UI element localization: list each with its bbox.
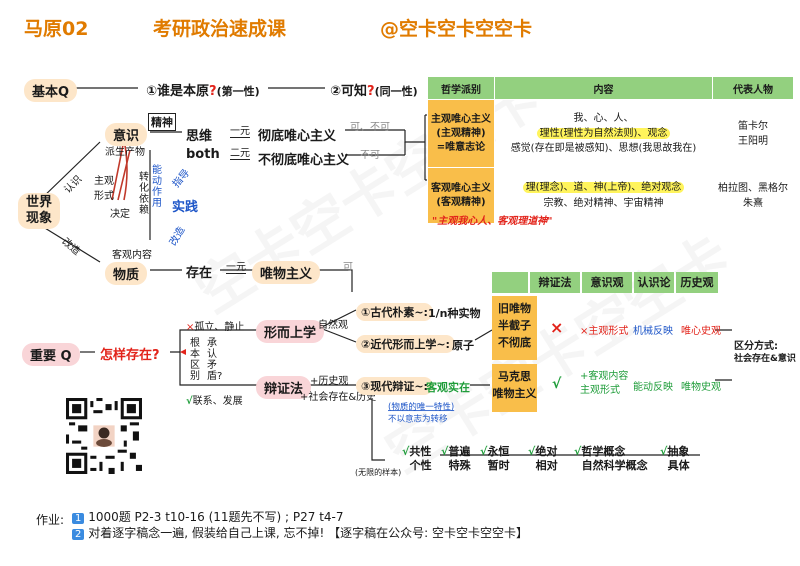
table-cell-people: 笛卡尔 王阳明: [712, 99, 794, 168]
existence-label: 存在: [186, 266, 213, 281]
table-cell-content: 理(理念)、道、神(上帝)、绝对观念 宗教、绝对精神、宇宙精神: [494, 167, 713, 224]
how-exist-question: 怎样存在?: [100, 348, 160, 363]
distinction-method: 区分方式:社会存在&意识: [734, 341, 796, 364]
homework-item-1: 1 1000题 P2-3 t10-16 (11题先不写) ; P27 t4-7: [72, 508, 344, 525]
old-materialism-cell: 旧唯物半截子不彻底: [492, 296, 537, 360]
derived-product-label: 派生产物: [105, 147, 145, 158]
old-epistemology: 机械反映: [633, 326, 673, 337]
practice-label: 实践: [172, 200, 199, 215]
social-existence-label: +社会存在&历史: [300, 392, 377, 403]
old-dialectics-cross: ×: [550, 318, 564, 337]
dualism-label: 二元: [230, 144, 250, 160]
marx-consciousness-view: +客观内容主观形式: [580, 371, 629, 396]
infinite-sample-note: (无限的样本): [355, 468, 402, 478]
pair-abstract-concrete: √抽象 具体: [660, 445, 690, 472]
important-question: 重要 Q: [22, 343, 80, 366]
pair-eternal-temporary: √永恒 暂时: [480, 445, 510, 472]
consciousness-node: 意识: [105, 123, 148, 146]
table2-header: 意识观: [582, 272, 632, 293]
table2-header-corner: [492, 272, 528, 293]
matter-sole-property: (物质的唯一特性): [388, 402, 455, 412]
monism-label-2: 一元: [226, 258, 246, 274]
spirit-note: 精神: [148, 113, 176, 131]
marx-history-view: 唯物史观: [681, 382, 721, 393]
pair-philosophy-science: √哲学概念 自然科学概念: [574, 445, 648, 472]
world-phenomenon-node: 世界现象: [18, 193, 61, 229]
both-label: both: [186, 147, 220, 162]
number-badge-1: 1: [72, 513, 85, 524]
modern-metaphysical-materialism: ②近代形而上学~:: [356, 335, 455, 353]
ancient-materialism-result: 1/n种实物: [428, 307, 481, 320]
header-title-right: @空卡空卡空空卡: [380, 18, 533, 40]
question-knowable: ②可知?(同一性): [330, 84, 418, 99]
idealism-table: 哲学派别 内容 代表人物 主观唯心主义 (主观精神) =唯意志论 我、心、人、 …: [427, 76, 794, 224]
nature-view-label: 自然观: [318, 320, 348, 331]
table2-header: 辩证法: [530, 272, 580, 293]
ancient-materialism: ①古代朴素~:: [356, 303, 433, 321]
pair-universal-special: √普遍 特殊: [441, 445, 471, 472]
pair-absolute-relative: √绝对 相对: [528, 445, 558, 472]
marx-epistemology: 能动反映: [633, 382, 673, 393]
fundamental-difference: 根本区别: [190, 338, 200, 382]
matter-node: 物质: [105, 262, 148, 285]
thorough-idealism: 彻底唯心主义: [258, 129, 337, 144]
table-header: 内容: [494, 76, 713, 100]
connected-developing: √联系、发展: [186, 396, 243, 407]
table-header: 代表人物: [712, 76, 794, 100]
unknowable-note: 不可: [360, 150, 380, 161]
table-cell-school: 客观唯心主义 (客观精神): [427, 167, 495, 224]
objective-content-label: 客观内容: [112, 250, 152, 261]
marx-dialectics-check: √: [552, 376, 562, 392]
monism-label-1: 一元: [230, 122, 250, 138]
marxist-materialism-cell: 马克思唯物主义: [492, 364, 537, 412]
table-cell-people: 柏拉图、黑格尔 朱熹: [712, 167, 794, 224]
header-title-left: 马原02: [24, 18, 89, 40]
table-cell-content: 我、心、人、 理性(理性为自然法则)、观念 感觉(存在即是被感知)、思想(我思故…: [494, 99, 713, 168]
question-who-origin: ①谁是本原?(第一性): [146, 84, 260, 99]
determine-label: 决定: [110, 209, 130, 220]
mnemonic-slogan: "主观我心人、客观理道神": [432, 216, 553, 227]
modern-metaphysical-result: 原子: [452, 339, 474, 352]
dialectics-node: 辩证法: [256, 376, 312, 399]
table-header: 哲学派别: [427, 76, 495, 100]
table2-header: 历史观: [676, 272, 718, 293]
history-view-label: +历史观: [310, 376, 349, 387]
isolated-static: ×孤立、静止: [186, 322, 245, 333]
table-cell-school: 主观唯心主义 (主观精神) =唯意志论: [427, 99, 495, 168]
materialism-node: 唯物主义: [252, 261, 321, 284]
old-consciousness-view: ×主观形式: [580, 326, 629, 337]
transform-dependence-label: 转化依赖: [139, 172, 149, 216]
modern-dialectical-materialism: ③现代辩证~:: [356, 377, 433, 395]
active-role-label: 能动作用: [152, 165, 162, 209]
homework-item-2: 2 对着逐字稿念一遍, 假装给自己上课, 忘不掉! 【逐字稿在公众号: 空卡空卡…: [72, 524, 528, 541]
pair-common-individual: √共性 个性: [402, 445, 432, 472]
header-title-middle: 考研政治速成课: [153, 18, 287, 40]
objective-reality: 客观实在: [426, 381, 470, 394]
knowable-note: 可: [343, 262, 353, 273]
thinking-label: 思维: [186, 129, 213, 144]
knowable-mixed-note: 可、不可: [350, 122, 390, 133]
table2-header: 认识论: [634, 272, 674, 293]
number-badge-2: 2: [72, 529, 85, 540]
partial-idealism: 不彻底唯心主义: [258, 153, 350, 168]
metaphysics-node: 形而上学: [256, 320, 325, 343]
basic-question: 基本Q: [24, 79, 78, 102]
independent-of-will: 不以意志为转移: [388, 414, 448, 424]
homework-label: 作业:: [36, 513, 65, 527]
qr-code: [66, 398, 142, 474]
admit-contradiction: 承认矛盾?: [207, 338, 223, 382]
subjective-form-label: 主观形式: [94, 176, 114, 202]
old-history-view: 唯心史观: [681, 326, 721, 337]
